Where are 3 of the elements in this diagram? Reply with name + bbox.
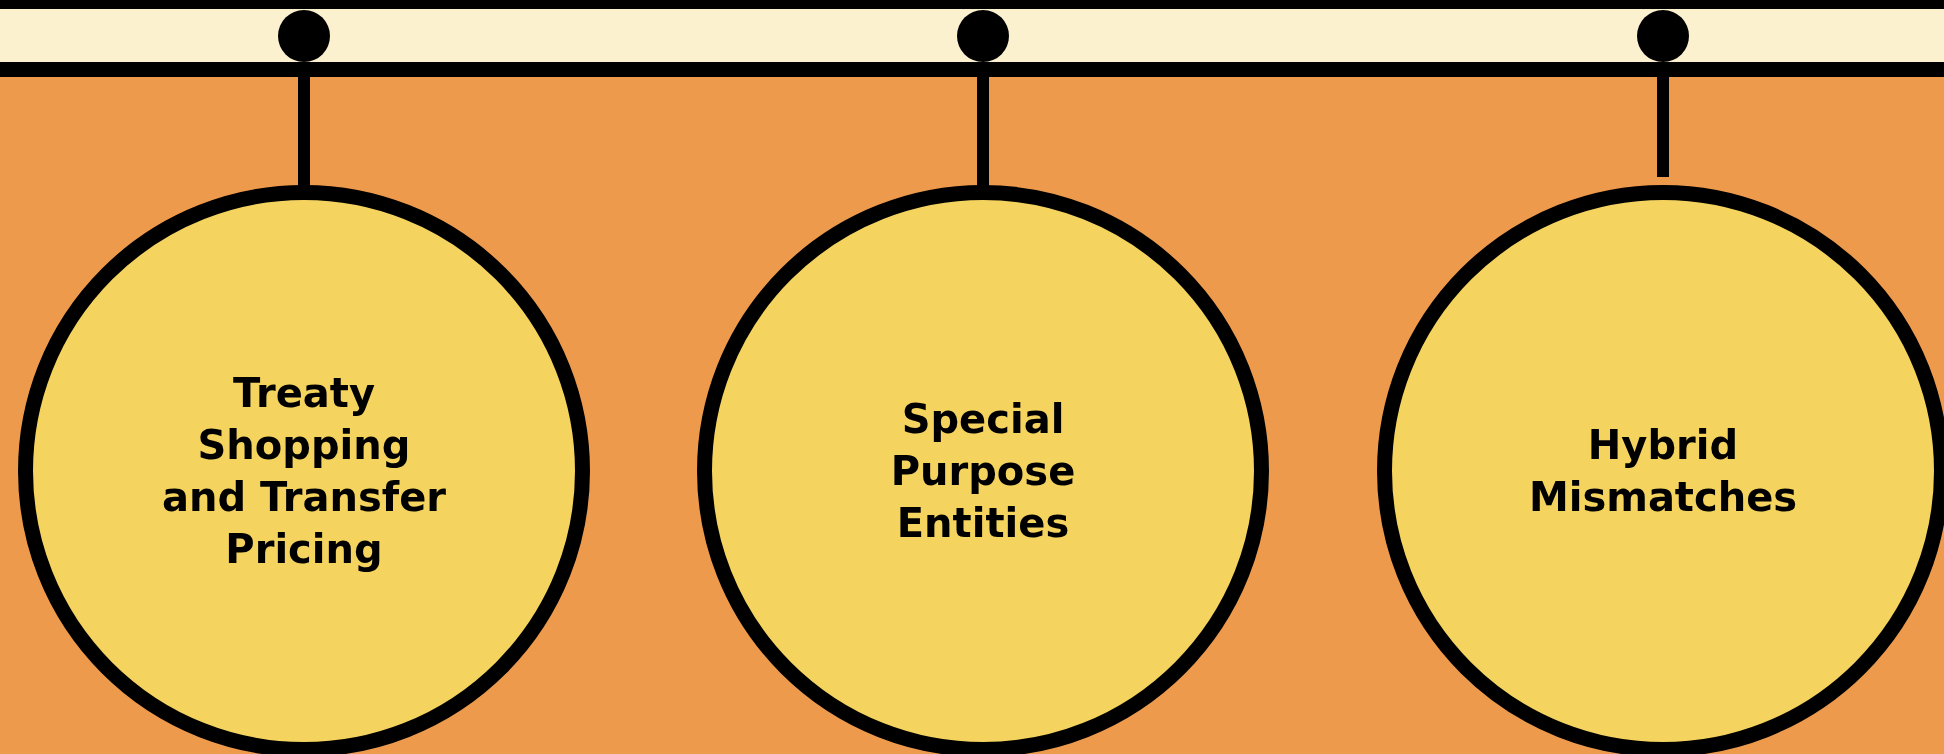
topic-label: Special Purpose Entities bbox=[889, 395, 1077, 548]
topic-label: Treaty Shopping and Transfer Pricing bbox=[160, 369, 448, 574]
topic-label: Hybrid Mismatches bbox=[1527, 421, 1799, 522]
